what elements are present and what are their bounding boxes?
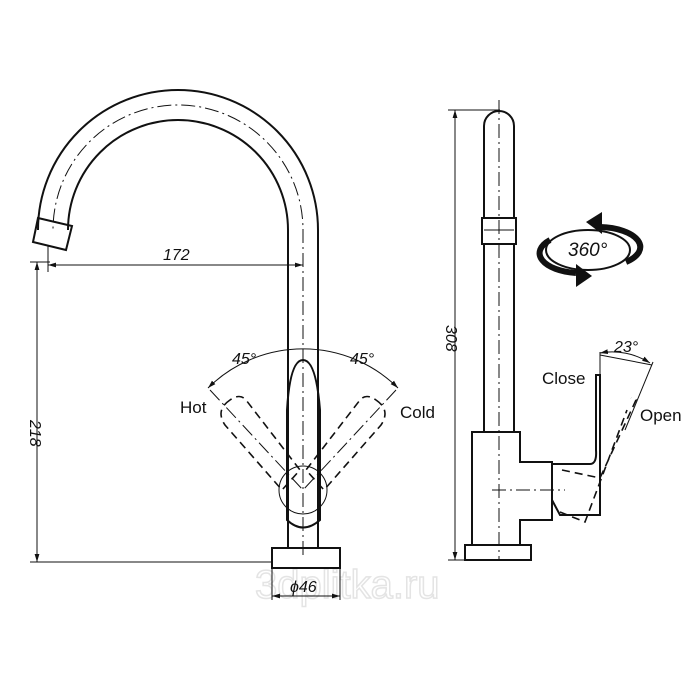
- lever-angle-label: 23°: [613, 339, 639, 356]
- side-body: [471, 431, 553, 546]
- reach-dimension: 172: [163, 247, 190, 264]
- height-dimension: 218: [26, 419, 43, 447]
- rotation-label: 360°: [568, 240, 608, 261]
- spout-tip: [31, 216, 74, 252]
- base: [271, 547, 341, 569]
- handle-hot-position: [220, 395, 302, 492]
- handle-cold-position: [304, 395, 386, 492]
- diameter-dimension: ϕ46: [290, 579, 317, 596]
- cold-label: Cold: [400, 403, 435, 422]
- spout-outer: [37, 89, 319, 548]
- total-height-dimension: 308: [442, 325, 459, 352]
- spout-inner: [67, 119, 289, 548]
- hot-label: Hot: [180, 398, 207, 417]
- handle: [286, 358, 321, 529]
- cold-angle-label: 45°: [350, 351, 375, 368]
- open-label: Open: [640, 406, 682, 425]
- watermark: 3dplitka.ru: [255, 563, 440, 607]
- rotation-icon: [536, 212, 644, 287]
- hot-angle-label: 45°: [232, 351, 257, 368]
- side-view: 23° Close Open 308 360°: [442, 100, 682, 561]
- close-label: Close: [542, 369, 585, 388]
- side-lever: [551, 374, 601, 516]
- front-view: 45° 45° Hot Cold 172 218 ϕ46: [26, 89, 435, 600]
